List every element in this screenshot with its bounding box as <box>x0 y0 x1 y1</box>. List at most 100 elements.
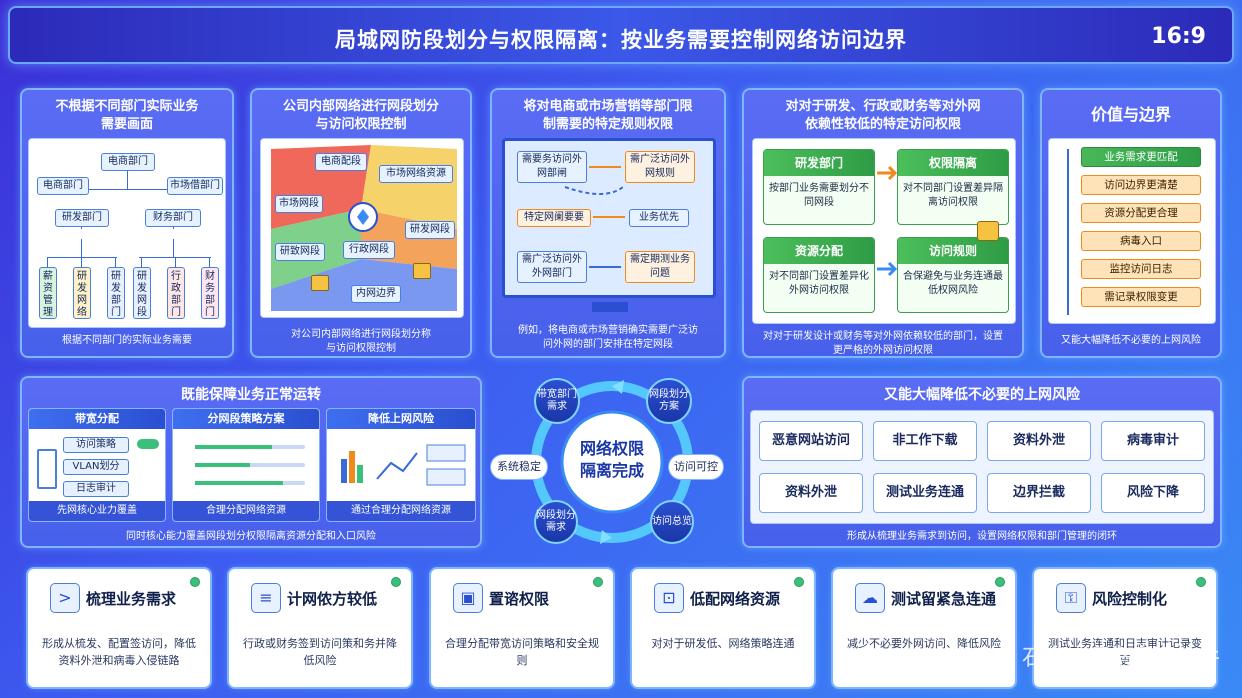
card-bandwidth: 带宽分配 访问策略 VLAN划分 日志审计 先网核心业力覆盖 <box>28 408 166 522</box>
risk-5: 测试业务连通 <box>873 473 977 513</box>
title-bar: 局城网防段划分与权限隔离：按业务需要控制网络访问边界 16:9 <box>8 6 1234 64</box>
watermark: 石家庄洞察号眼软件 <box>1021 646 1220 671</box>
rule-box-f: 需定期测业务问题 <box>625 251 695 283</box>
ring-node-4: 网段划分需求 <box>534 500 578 544</box>
cloud-icon: ☁ <box>855 583 885 613</box>
right-mid-title: 又能大幅降低不必要的上网风险 <box>884 387 1080 403</box>
slider-track-2[interactable] <box>195 481 305 485</box>
rule-box-d: 业务优先 <box>629 209 689 227</box>
panel-special-rules: 将对电商或市场营销等部门限制需要的特定规则权限 需要务访问外网部闸 需广泛访问外… <box>490 88 726 358</box>
panel2-title: 公司内部网络进行网段划分与访问权限控制 <box>282 99 439 132</box>
mini-chart <box>341 444 466 486</box>
bottom-card-2: ▣ 置谘权限 合理分配带宽访问策略和安全规则 <box>429 567 615 689</box>
leaf-2: 研发部门 <box>107 267 125 319</box>
node-mid-right: 财务部门 <box>145 209 201 227</box>
pill-2: 日志审计 <box>63 481 129 497</box>
org-chart: 电商部门 电商部门 市场借部门 研发部门 财务部门 薪资管理 研发网络 研发部门… <box>28 138 226 328</box>
ring-node-5: 系统稳定 <box>490 454 548 480</box>
leaf-0: 薪资管理 <box>39 267 57 319</box>
leaf-5: 财务部门 <box>201 267 219 319</box>
pill-0: 访问策略 <box>63 437 129 453</box>
status-dot <box>995 577 1005 587</box>
grid-box-2: 资源分配 对不同部门设置差异化外网访问权限 <box>763 237 875 313</box>
risk-2: 资料外泄 <box>987 421 1091 461</box>
value-item-0: 业务需求更匹配 <box>1081 147 1201 167</box>
rule-box-a: 需要务访问外网部闸 <box>517 151 587 183</box>
panel-department-needs: 不根据不同部门实际业务需要画面 电商部门 电商部门 市场借部门 研发部门 财务部… <box>20 88 234 358</box>
cycle-core: 网络权限隔离完成 <box>579 439 644 480</box>
seg-label-b: 市场网络资源 <box>379 165 453 183</box>
value-item-1: 访问边界更清楚 <box>1081 175 1201 195</box>
list-rail <box>1067 149 1069 315</box>
panel5-caption: 又能大幅降低不必要的上网风险 <box>1061 335 1201 346</box>
grid-box-1: 权限隔离 对不同部门设置差异隔离访问权限 <box>897 149 1009 225</box>
risk-1: 非工作下载 <box>873 421 977 461</box>
panel-network-segments: 公司内部网络进行网段划分与访问权限控制 电商配段 市场网络资源 市场网段 研发网… <box>250 88 472 358</box>
risk-0: 恶意网站访问 <box>759 421 863 461</box>
ring-node-0: 带宽部门需求 <box>534 378 580 424</box>
grid-box-3: 访问规则 合保避免与业务连通最低权网风险 <box>897 237 1009 313</box>
value-list: 业务需求更匹配 访问边界更清楚 资源分配更合理 病毒入口 监控访问日志 需记录权… <box>1048 138 1216 324</box>
monitor-frame: 需要务访问外网部闸 需广泛访问外网规则 特定网阑要要 业务优先 需广泛访问外外网… <box>502 138 716 298</box>
seg-label-e: 研致网段 <box>275 243 325 261</box>
card-segment-plan: 分网段策略方案 合理分配网络资源 <box>172 408 320 522</box>
leaf-4: 行政部门 <box>167 267 185 319</box>
access-grid: 研发部门 按部门业务需要划分不同网段 权限隔离 对不同部门设置差异隔离访问权限 … <box>752 138 1016 324</box>
leaf-1: 研发网络 <box>73 267 91 319</box>
panel4-title: 对对于研发、行政或财务等对外网依赖性较低的特定访问权限 <box>785 99 981 132</box>
rule-box-c: 特定网阑要要 <box>517 209 591 227</box>
grid-box-0: 研发部门 按部门业务需要划分不同网段 <box>763 149 875 225</box>
rule-arrows <box>564 166 625 268</box>
panel-risk-reduction: 又能大幅降低不必要的上网风险 恶意网站访问 非工作下载 资料外泄 病毒审计 资料… <box>742 376 1222 548</box>
pill-1: VLAN划分 <box>63 459 129 475</box>
status-dot <box>190 577 200 587</box>
panel5-title: 价值与边界 <box>1090 105 1171 124</box>
aspect-ratio-label: 16:9 <box>1151 24 1206 49</box>
center-cycle: 网络权限隔离完成 带宽部门需求 网段划分方案 访问可控 访问总览 网段划分需求 … <box>490 372 728 552</box>
seg-label-a: 电商配段 <box>315 153 367 171</box>
panel-business-continuity: 既能保障业务正常运转 带宽分配 访问策略 VLAN划分 日志审计 先网核心业力覆… <box>20 376 482 548</box>
value-item-5: 需记录权限变更 <box>1081 287 1201 307</box>
node-top: 电商部门 <box>101 153 155 171</box>
clipboard-icon: ▣ <box>453 583 483 613</box>
rack-icon <box>37 449 57 489</box>
page-title: 局城网防段划分与权限隔离：按业务需要控制网络访问边界 <box>335 28 907 52</box>
terminal-icon: > <box>50 583 80 613</box>
seg-label-f: 行政网段 <box>343 241 395 259</box>
lock-icon <box>413 263 431 279</box>
value-item-4: 监控访问日志 <box>1081 259 1201 279</box>
value-item-2: 资源分配更合理 <box>1081 203 1201 223</box>
slider-track-1[interactable] <box>195 463 305 467</box>
card-risk-reduce: 降低上网风险 通过合理分配网络资源 <box>326 408 476 522</box>
panel2-caption: 对公司内部网络进行网段划分称与访问权限控制 <box>291 329 431 354</box>
risk-6: 边界拦截 <box>987 473 1091 513</box>
status-dot <box>794 577 804 587</box>
monitor-stand <box>592 302 628 312</box>
lock-icon <box>311 275 329 291</box>
shield-icon: ⚿ <box>1056 583 1086 613</box>
risk-7: 风险下降 <box>1101 473 1205 513</box>
bottom-card-3: ⊡ 低配网络资源 对对于研发低、网络策略连通 <box>630 567 816 689</box>
risk-4: 资料外泄 <box>759 473 863 513</box>
value-item-3: 病毒入口 <box>1081 231 1201 251</box>
node-mid-left: 研发部门 <box>55 209 109 227</box>
status-dot <box>1196 577 1206 587</box>
left-mid-caption: 同时核心能力覆盖网段划分权限隔离资源分配和入口风险 <box>126 531 376 542</box>
leaf-3: 研发网段 <box>133 267 151 319</box>
document-icon: ≡ <box>251 583 281 613</box>
rule-box-e: 需广泛访问外外网部门 <box>517 251 587 283</box>
bottom-card-0: > 梳理业务需求 形成从梳发、配置签访问，降低资料外泄和病毒入侵链路 <box>26 567 212 689</box>
lock-icon <box>977 221 999 241</box>
seg-label-c: 市场网段 <box>275 195 323 213</box>
panel3-title: 将对电商或市场营销等部门限制需要的特定规则权限 <box>523 99 693 132</box>
risk-grid: 恶意网站访问 非工作下载 资料外泄 病毒审计 资料外泄 测试业务连通 边界拦截 … <box>750 410 1214 524</box>
status-dot <box>593 577 603 587</box>
seg-label-d: 研发网段 <box>405 221 455 239</box>
bottom-card-5: ⚿ 风险控制化 测试业务连通和日志审计记录变更 <box>1032 567 1218 689</box>
slider-track-0[interactable] <box>195 445 305 449</box>
panel-value-boundary: 价值与边界 业务需求更匹配 访问边界更清楚 资源分配更合理 病毒入口 监控访问日… <box>1040 88 1222 358</box>
risk-3: 病毒审计 <box>1101 421 1205 461</box>
grid-arrows <box>877 165 898 277</box>
right-mid-caption: 形成从梳理业务需求到访问，设置网络权限和部门管理的闭环 <box>847 531 1117 542</box>
panel1-title: 不根据不同部门实际业务需要画面 <box>55 99 199 132</box>
